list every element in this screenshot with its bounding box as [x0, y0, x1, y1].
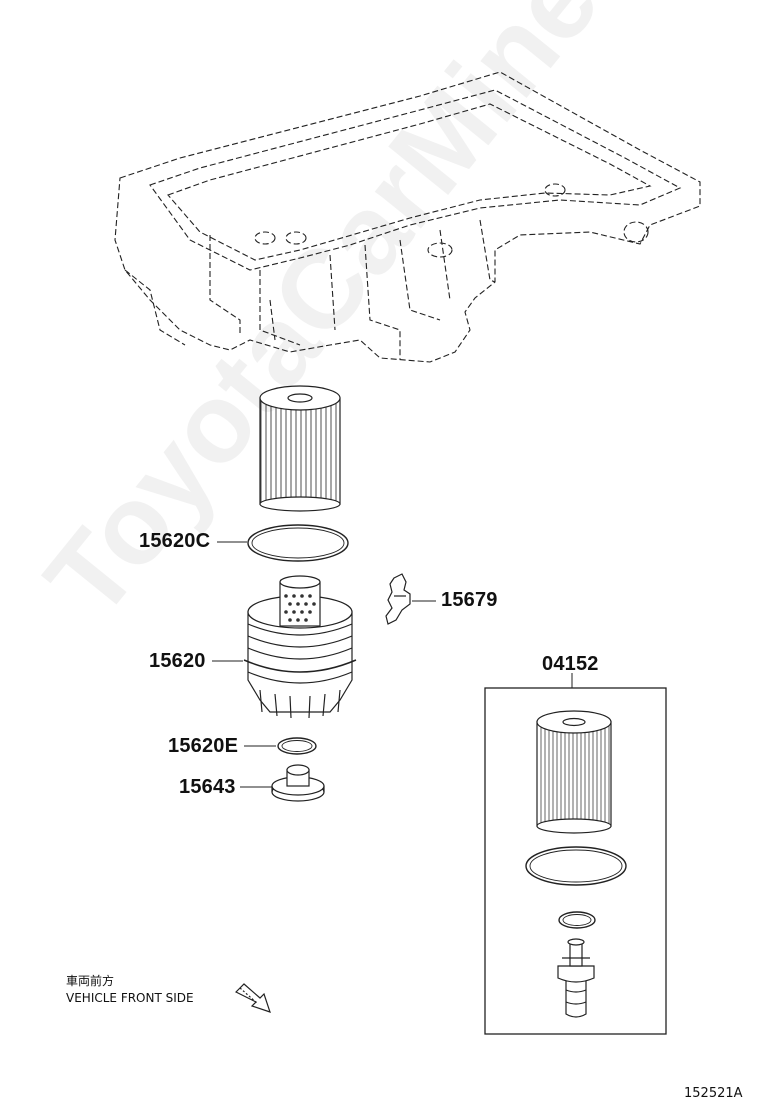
drain-piece [385, 573, 411, 625]
oil-pan [114, 71, 701, 363]
o-ring-small [277, 737, 317, 755]
o-ring-large [247, 524, 349, 562]
kit-o-ring-small [558, 911, 596, 929]
part-label-15620E: 15620E [168, 735, 239, 757]
part-label-15643: 15643 [179, 776, 236, 798]
part-label-15620: 15620 [149, 650, 206, 672]
direction-label-english: VEHICLE FRONT SIDE [66, 991, 194, 1005]
oil-filter-cap [243, 575, 357, 719]
kit-drain-fitting [557, 938, 595, 1018]
kit-o-ring-large [525, 846, 627, 886]
part-label-15620C: 15620C [139, 530, 211, 552]
direction-label-japanese: 車両前方 [66, 974, 115, 988]
kit-box [484, 687, 667, 1035]
figure-number: 152521A [684, 1086, 743, 1101]
front-direction-arrow-icon [234, 983, 271, 1013]
drain-plug [271, 764, 325, 802]
kit-filter-element [536, 710, 612, 834]
part-label-15679: 15679 [441, 589, 498, 611]
part-label-04152: 04152 [542, 653, 599, 675]
oil-filter-element [259, 385, 341, 512]
